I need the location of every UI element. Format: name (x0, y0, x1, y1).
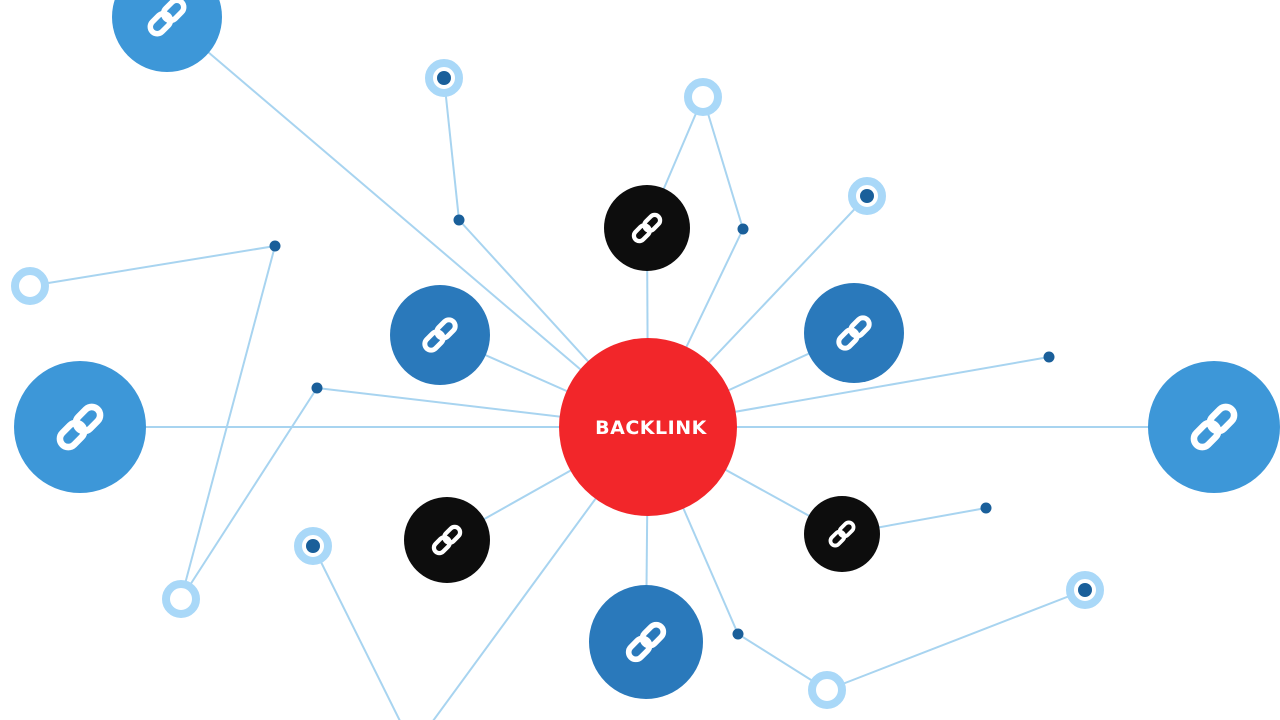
connector-line (29, 245, 276, 287)
backlink-hub: BACKLINK (559, 338, 737, 516)
ring-node-center-dot (1078, 583, 1092, 597)
connector-line (180, 387, 318, 600)
junction-dot-circle (453, 214, 465, 226)
backlink-hub-circle (559, 338, 737, 516)
link-node (1148, 361, 1280, 493)
hollow-ring-node (162, 580, 200, 618)
junction-dot-circle (737, 223, 749, 235)
junction-dot-circle (269, 240, 281, 252)
ring-dot-node (848, 177, 886, 215)
junction-dot (269, 240, 281, 252)
link-node (604, 185, 690, 271)
ring-node-circle (11, 267, 49, 305)
junction-dot (732, 628, 744, 640)
junction-dot-circle (732, 628, 744, 640)
ring-node-center-dot (437, 71, 451, 85)
connector-line (180, 245, 276, 600)
link-node (390, 285, 490, 385)
ring-node-circle (808, 671, 846, 709)
link-node (112, 0, 222, 72)
link-node (404, 497, 490, 583)
junction-dot (311, 382, 323, 394)
backlink-hub-label: BACKLINK (595, 417, 707, 439)
ring-node-center-dot (860, 189, 874, 203)
junction-dot-circle (1043, 351, 1055, 363)
link-node (589, 585, 703, 699)
junction-dot (737, 223, 749, 235)
nodes (11, 0, 1280, 709)
link-node (14, 361, 146, 493)
junction-dot (980, 502, 992, 514)
ring-node-circle (684, 78, 722, 116)
ring-dot-node (1066, 571, 1104, 609)
link-node (804, 496, 880, 572)
junction-dot-circle (311, 382, 323, 394)
ring-node-center-dot (306, 539, 320, 553)
hollow-ring-node (11, 267, 49, 305)
ring-node-circle (162, 580, 200, 618)
ring-dot-node (425, 59, 463, 97)
link-node-circle (112, 0, 222, 72)
connector-line (702, 96, 744, 230)
connector-line (312, 545, 401, 720)
connector-line (826, 589, 1086, 691)
hollow-ring-node (684, 78, 722, 116)
ring-dot-node (294, 527, 332, 565)
junction-dot (1043, 351, 1055, 363)
link-node (804, 283, 904, 383)
connector-line (443, 77, 460, 221)
connector-line (166, 16, 649, 428)
junction-dot (453, 214, 465, 226)
hollow-ring-node (808, 671, 846, 709)
junction-dot-circle (980, 502, 992, 514)
